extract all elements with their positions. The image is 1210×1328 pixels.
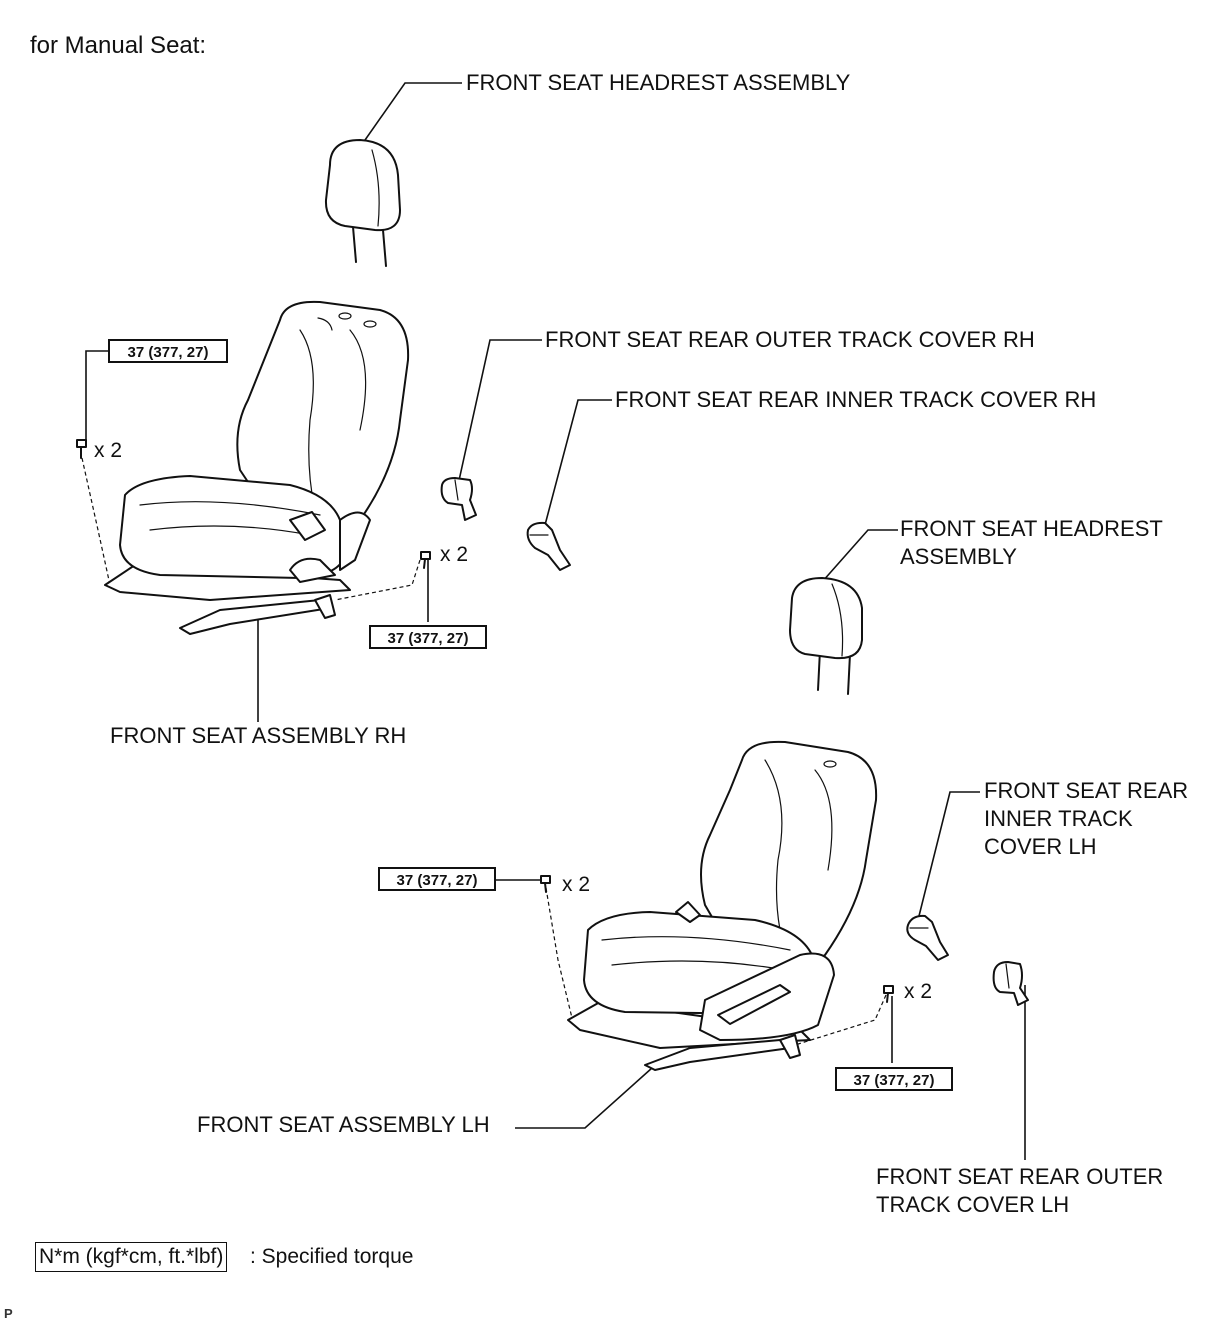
bolt-path-rh-front xyxy=(81,457,111,586)
leader-torque-rh-front xyxy=(85,350,108,440)
torque-box-lh-front: 37 (377, 27) xyxy=(378,867,496,891)
inner-cover-rh-drawing xyxy=(526,521,571,571)
seat-lh-drawing xyxy=(567,740,878,1071)
label-headrest-lh: FRONT SEAT HEADREST ASSEMBLY xyxy=(900,516,1163,569)
label-outer-cover-rh: FRONT SEAT REAR OUTER TRACK COVER RH xyxy=(545,327,1035,352)
quantity-rh-rear: x 2 xyxy=(440,543,469,566)
quantity-lh-rear: x 2 xyxy=(904,980,933,1003)
torque-box-lh-rear: 37 (377, 27) xyxy=(835,1067,953,1091)
inner-cover-lh-drawing xyxy=(906,914,949,961)
label-inner-cover-rh: FRONT SEAT REAR INNER TRACK COVER RH xyxy=(615,387,1097,412)
torque-box-rh-rear: 37 (377, 27) xyxy=(369,625,487,649)
torque-box-rh-front: 37 (377, 27) xyxy=(108,339,228,363)
leader-outer-cover-rh xyxy=(457,339,542,486)
outer-cover-rh-drawing xyxy=(440,477,477,521)
bolts-lh xyxy=(540,875,894,1003)
label-outer-cover-lh: FRONT SEAT REAR OUTER TRACK COVER LH xyxy=(876,1164,1164,1217)
label-inner-cover-lh: FRONT SEAT REAR INNER TRACK COVER LH xyxy=(984,778,1189,859)
seat-rh-drawing xyxy=(104,300,410,635)
outer-cover-lh-drawing xyxy=(992,961,1029,1006)
legend-description: : Specified torque xyxy=(250,1245,414,1268)
leader-headrest-rh xyxy=(357,82,462,151)
quantity-rh-front: x 2 xyxy=(94,439,123,462)
leader-lines xyxy=(81,82,1026,1160)
headrest-rh-drawing xyxy=(324,139,401,267)
bolt-path-lh-rear xyxy=(794,994,887,1046)
quantity-lh-front: x 2 xyxy=(562,873,591,896)
label-seat-lh: FRONT SEAT ASSEMBLY LH xyxy=(197,1112,490,1137)
label-seat-rh: FRONT SEAT ASSEMBLY RH xyxy=(110,723,407,748)
bolts-rh xyxy=(76,439,431,569)
page-title: for Manual Seat: xyxy=(30,32,207,59)
leader-inner-cover-lh xyxy=(917,791,980,921)
footer-code: P xyxy=(4,1306,13,1321)
bolt-path-lh-front xyxy=(545,887,573,1019)
leader-seat-lh xyxy=(515,1067,653,1129)
leader-inner-cover-rh xyxy=(544,399,612,526)
label-headrest-rh: FRONT SEAT HEADREST ASSEMBLY xyxy=(466,70,851,95)
leader-headrest-lh xyxy=(821,529,898,583)
bolt-path-rh-rear xyxy=(334,559,421,601)
legend-unit-box: N*m (kgf*cm, ft.*lbf) xyxy=(35,1242,228,1272)
headrest-lh-drawing xyxy=(789,577,863,695)
